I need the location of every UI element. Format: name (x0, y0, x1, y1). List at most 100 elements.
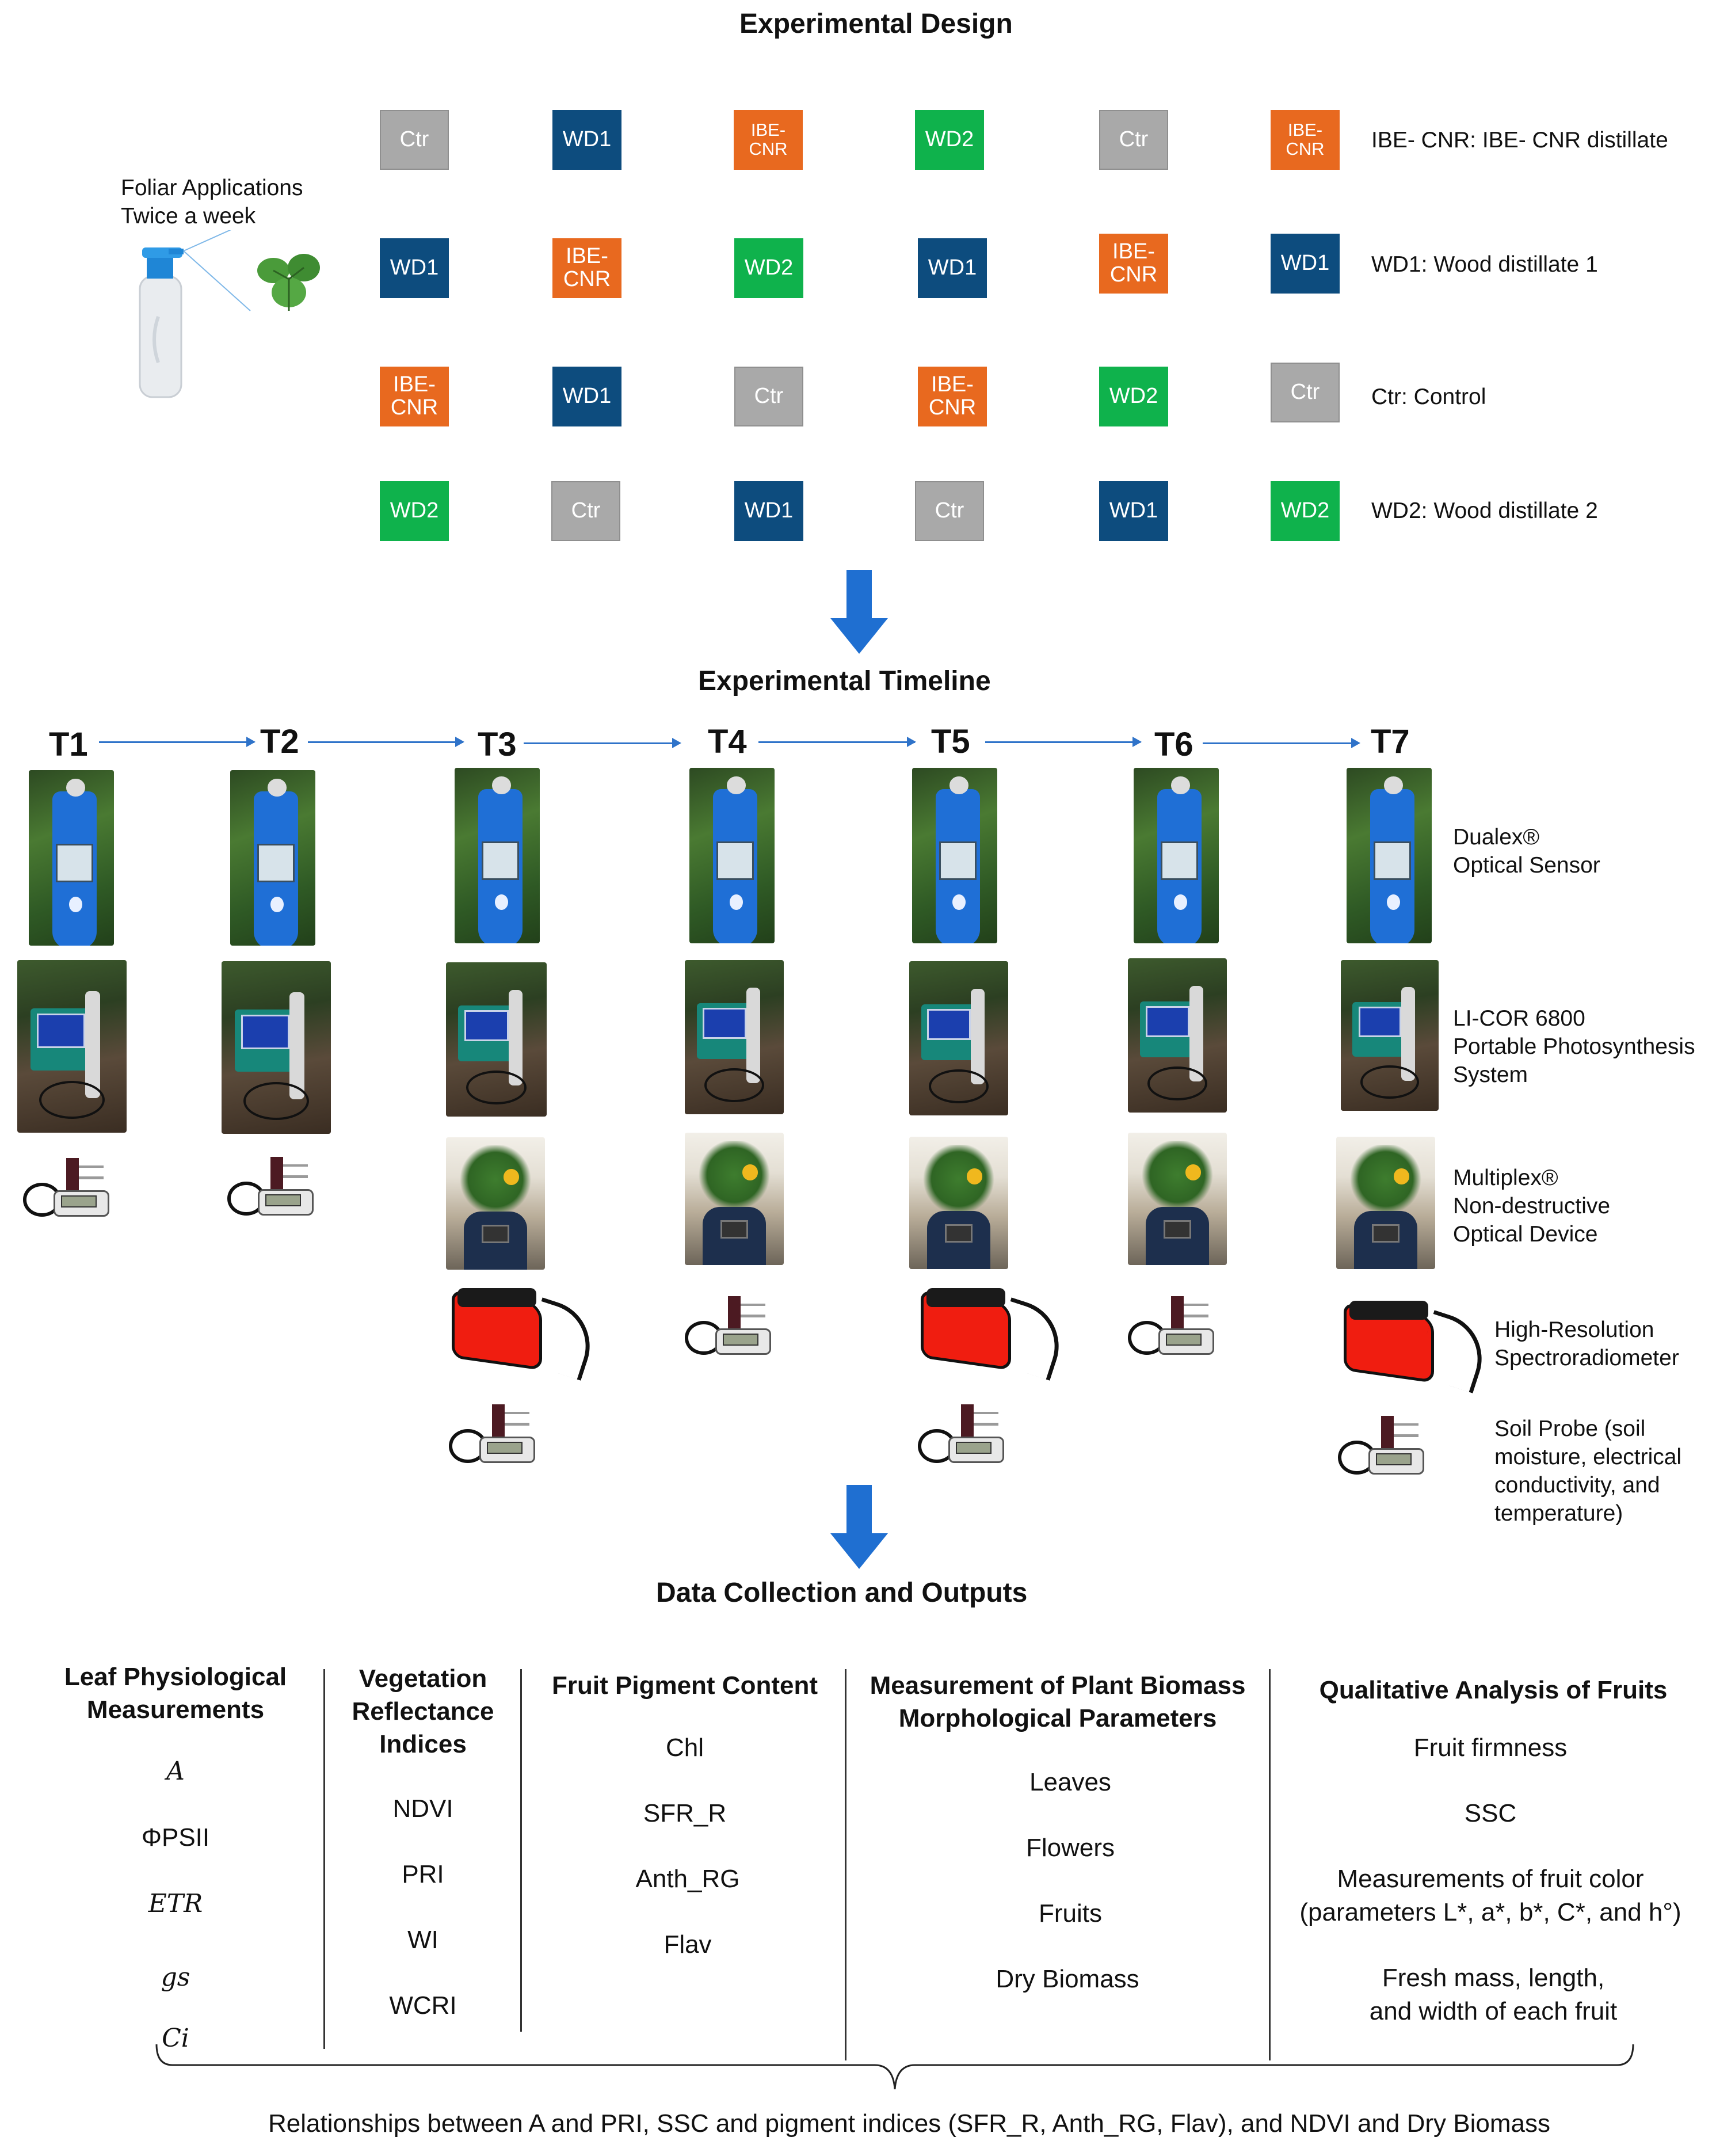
soil-probe-photo (685, 1296, 775, 1358)
column-header-vegetation-indices: Vegetation Reflectance Indices (352, 1664, 494, 1759)
output-item: ETR (148, 1889, 203, 1918)
spectroradiometer-photo (1344, 1301, 1494, 1393)
output-item: Measurements of fruit color (1337, 1865, 1644, 1893)
dualex-photo (912, 768, 997, 943)
plot-wd2: WD2 (1099, 367, 1168, 426)
timeline-title: Experimental Timeline (698, 666, 991, 696)
plot-ctr: Ctr (1099, 110, 1168, 170)
licor-photo (909, 961, 1008, 1115)
licor-photo (17, 960, 127, 1133)
curly-brace (155, 2044, 1634, 2090)
output-item: Dry Biomass (996, 1965, 1139, 1993)
dualex-photo (29, 770, 114, 946)
legend-wd1: WD1: Wood distillate 1 (1371, 252, 1598, 277)
column-header-leaf-physiology: Leaf Physiological Measurements (64, 1663, 287, 1724)
timepoint-t7: T7 (1371, 723, 1410, 760)
column-header-fruit-pigment: Fruit Pigment Content (552, 1671, 818, 1700)
plot-wd1: WD1 (918, 238, 987, 298)
soil-probe-photo (1128, 1296, 1218, 1358)
output-item: WCRI (389, 1991, 457, 2020)
soil-probe-photo (918, 1404, 1008, 1466)
output-item: (parameters L*, a*, b*, C*, and h°) (1299, 1898, 1681, 1926)
timepoint-t4: T4 (708, 723, 747, 760)
licor-photo (446, 962, 547, 1117)
legend-wd2: WD2: Wood distillate 2 (1371, 498, 1598, 523)
column-header-fruit-quality: Qualitative Analysis of Fruits (1319, 1676, 1668, 1704)
output-item: WI (407, 1926, 438, 1954)
strawberry-leaf-icon (257, 254, 320, 311)
plot-ctr: Ctr (1271, 363, 1340, 422)
multiplex-photo (1336, 1137, 1435, 1269)
output-item: Leaves (1029, 1768, 1111, 1796)
down-arrow-icon (830, 570, 888, 654)
licor-label: LI-COR 6800 Portable Photosynthesis Syst… (1453, 1006, 1695, 1088)
timeline-arrow (985, 737, 1142, 747)
output-item: Anth_RG (635, 1865, 740, 1893)
legend-ctr: Ctr: Control (1371, 384, 1486, 409)
plot-ctr: Ctr (734, 367, 803, 426)
plot-wd2: WD2 (915, 110, 984, 170)
output-item: PRI (402, 1860, 444, 1888)
multiplex-photo (909, 1137, 1008, 1269)
plot-ctr: Ctr (380, 110, 449, 170)
soil-probe-photo (1338, 1416, 1428, 1478)
phi-psii-value: ΦPSII (141, 1823, 210, 1852)
plot-ibe-cnr: IBE-CNR (918, 367, 987, 426)
dualex-photo (1134, 768, 1219, 943)
multiplex-label: Multiplex® Non-destructive Optical Devic… (1453, 1165, 1611, 1247)
column-divider (845, 1669, 846, 2060)
plot-wd1: WD1 (552, 367, 621, 426)
plot-ibe-cnr: IBE-CNR (380, 367, 449, 426)
plot-ctr: Ctr (915, 481, 984, 541)
dualex-photo (455, 768, 540, 943)
column-divider (520, 1669, 522, 2032)
dualex-photo (1347, 768, 1432, 943)
plot-wd2: WD2 (380, 481, 449, 541)
soil-probe-photo (449, 1404, 539, 1466)
timepoint-t2: T2 (260, 723, 299, 760)
output-item: SSC (1464, 1799, 1517, 1827)
spray-caption: Foliar Applications Twice a week (121, 176, 303, 229)
timepoint-t3: T3 (478, 726, 517, 763)
plot-ibe-cnr: IBE-CNR (1099, 234, 1168, 294)
dualex-label: Dualex® Optical Sensor (1453, 825, 1600, 878)
dualex-photo (230, 770, 315, 946)
output-item: Chl (665, 1734, 704, 1762)
down-arrow-icon (830, 1485, 888, 1569)
plot-wd1: WD1 (1271, 234, 1340, 294)
multiplex-photo (1128, 1133, 1227, 1265)
output-item: gs (161, 1963, 190, 1992)
legend-ibe-cnr: IBE- CNR: IBE- CNR distillate (1371, 128, 1668, 153)
plot-ibe-cnr: IBE-CNR (1271, 110, 1340, 170)
output-item: Flav (663, 1930, 712, 1959)
timepoint-t6: T6 (1154, 726, 1193, 763)
output-item: and width of each fruit (1369, 1997, 1618, 2025)
dualex-photo (689, 768, 775, 943)
timeline-arrow (758, 737, 916, 747)
output-item: Ci (162, 2024, 189, 2053)
multiplex-photo (446, 1137, 545, 1270)
timepoint-t1: T1 (49, 726, 88, 763)
output-item: Flowers (1025, 1834, 1115, 1862)
plot-wd1: WD1 (734, 481, 803, 541)
spectroradiometer-photo (452, 1288, 602, 1381)
plot-ibe-cnr: IBE-CNR (734, 110, 803, 170)
output-item: Fresh mass, length, (1382, 1964, 1605, 1992)
timeline-arrow (1203, 738, 1360, 748)
timeline-arrow (308, 737, 464, 747)
timeline-arrow (99, 737, 256, 747)
spectroradiometer-label: High-Resolution Spectroradiometer (1494, 1317, 1679, 1371)
output-item: SFR_R (643, 1799, 727, 1827)
soil-probe-photo (23, 1158, 113, 1220)
licor-photo (685, 960, 784, 1114)
spectroradiometer-photo (921, 1288, 1071, 1381)
soil-probe-photo (227, 1157, 317, 1219)
plot-wd1: WD1 (1099, 481, 1168, 541)
relationships-footer: Relationships between A and PRI, SSC and… (268, 2109, 1550, 2138)
licor-photo (222, 961, 331, 1134)
soil-probe-label: Soil Probe (soil moisture, electrical co… (1494, 1416, 1682, 1526)
output-item: A (166, 1757, 185, 1786)
plot-wd2: WD2 (1271, 481, 1340, 541)
plot-wd1: WD1 (552, 110, 621, 170)
plot-ctr: Ctr (551, 481, 620, 541)
